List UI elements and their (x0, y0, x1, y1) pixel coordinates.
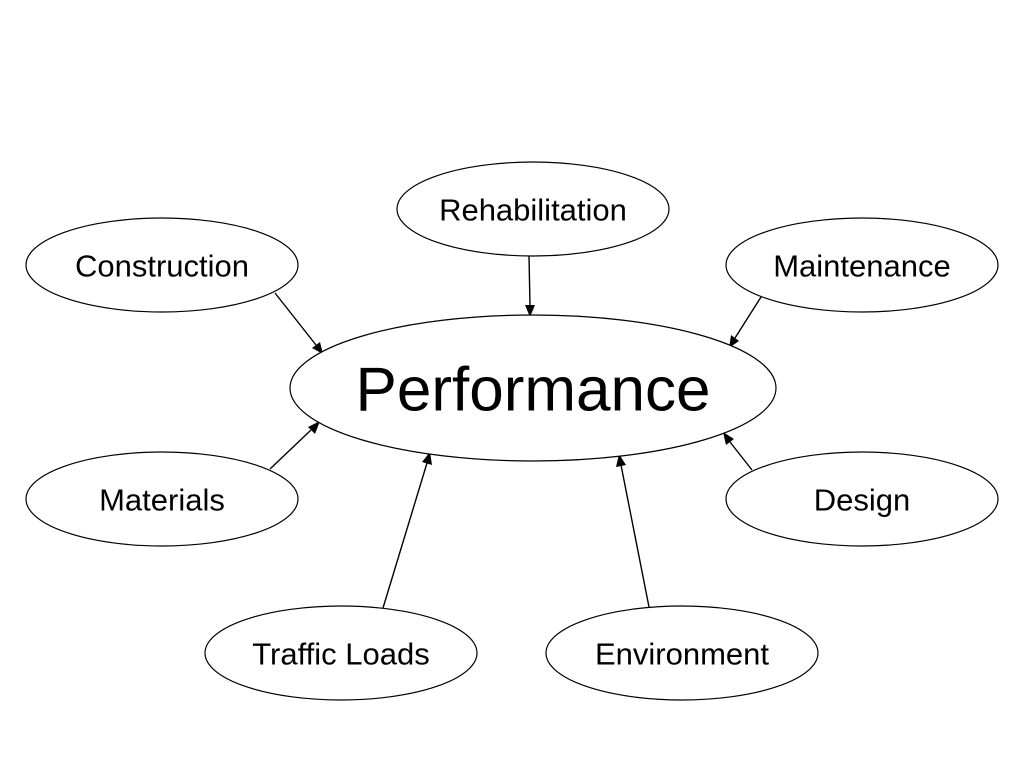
node-rehabilitation-label: Rehabilitation (439, 193, 627, 228)
node-rehabilitation: Rehabilitation (396, 161, 670, 257)
edge-environment-to-performance (616, 454, 650, 608)
node-environment-label: Environment (595, 637, 769, 672)
node-materials: Materials (25, 451, 299, 547)
node-construction: Construction (25, 217, 299, 313)
edge-traffic-loads-to-performance (382, 452, 432, 609)
center-node-label: Performance (356, 356, 711, 425)
node-design: Design (725, 451, 999, 547)
node-traffic-loads: Traffic Loads (204, 605, 478, 701)
node-maintenance-label: Maintenance (773, 249, 951, 284)
edge-materials-to-performance (269, 421, 320, 470)
edge-rehabilitation-to-performance (525, 255, 535, 317)
edge-design-to-performance (723, 432, 753, 471)
node-environment: Environment (545, 605, 819, 701)
node-construction-label: Construction (75, 249, 249, 284)
node-traffic-loads-label: Traffic Loads (252, 637, 429, 672)
edge-maintenance-to-performance (729, 296, 762, 348)
node-design-label: Design (814, 483, 911, 518)
node-materials-label: Materials (99, 483, 225, 518)
node-maintenance: Maintenance (725, 217, 999, 313)
edge-construction-to-performance (274, 292, 323, 354)
edges (269, 255, 762, 609)
center-node-performance: Performance (289, 314, 777, 462)
